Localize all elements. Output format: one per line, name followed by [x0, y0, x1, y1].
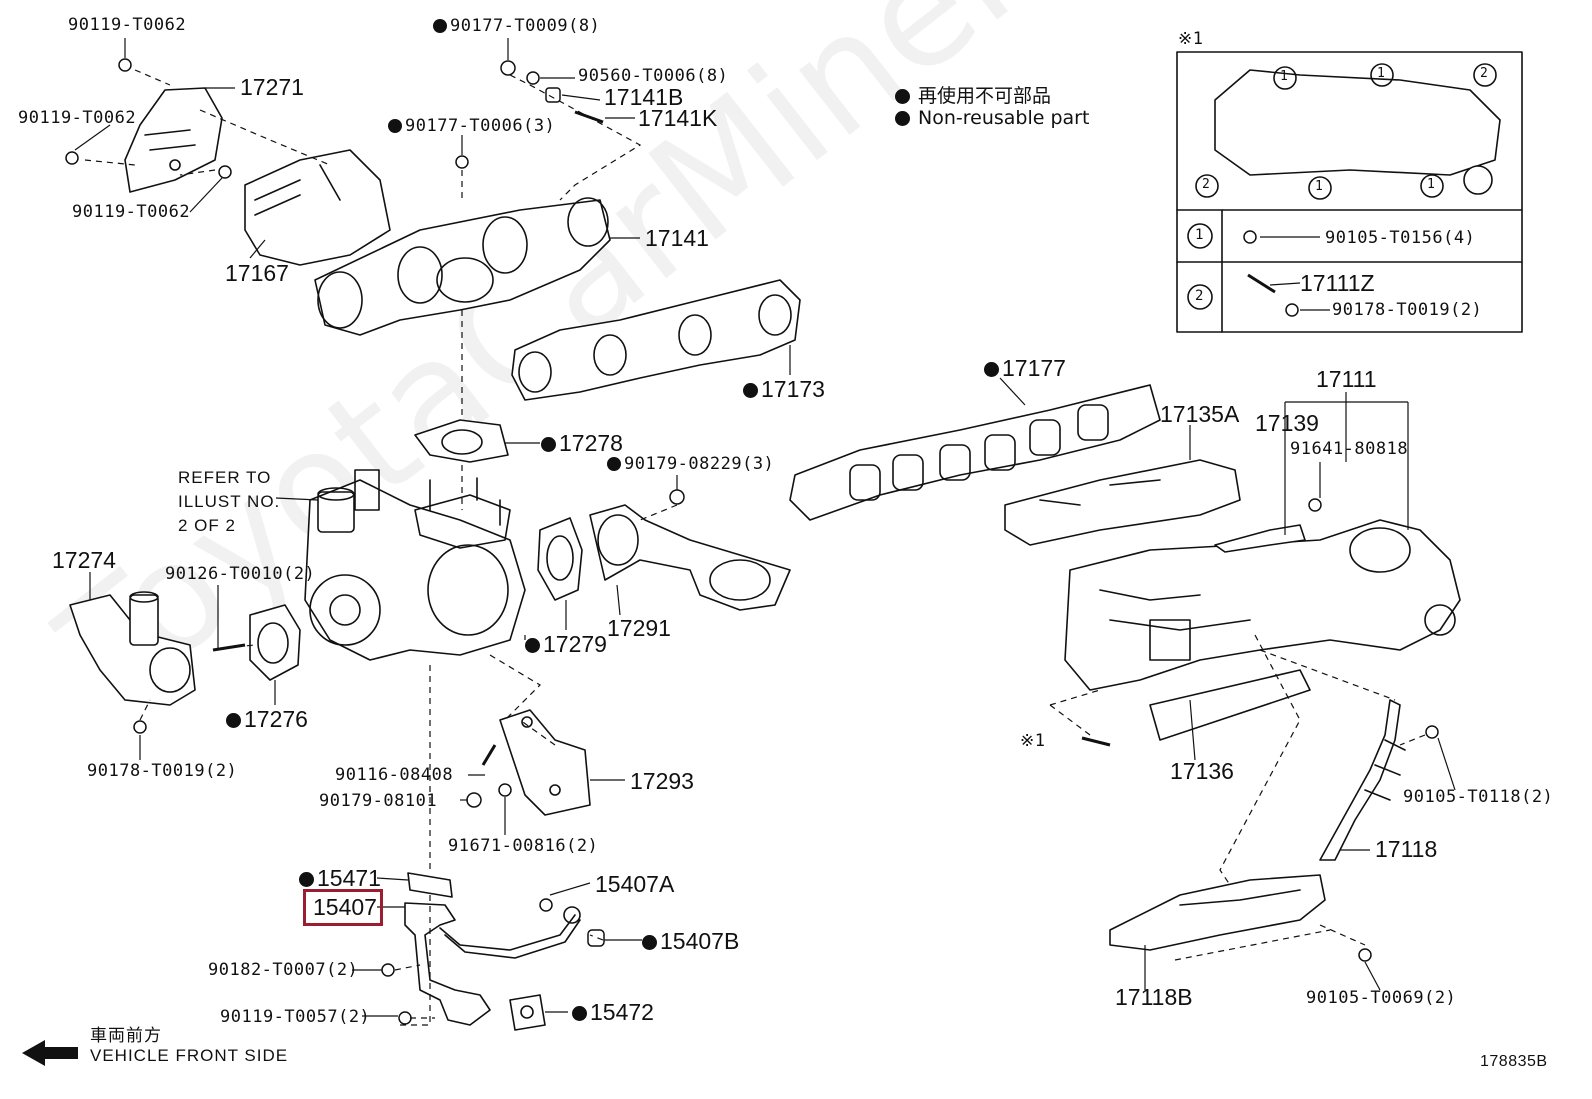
label-17279[interactable]: 17279	[525, 633, 607, 656]
label-90119-T0062-mid[interactable]: 90119-T0062	[72, 202, 191, 222]
label-17135A[interactable]: 17135A	[1160, 401, 1240, 427]
label-91671-00816[interactable]: 91671-00816(2)	[448, 836, 599, 856]
inset-callout-1a: 1	[1280, 69, 1289, 84]
label-17141K[interactable]: 17141K	[638, 105, 718, 131]
refer-to-note: REFER TO ILLUST NO. 2 OF 2	[178, 468, 281, 535]
turbocharger-shape	[304, 469, 526, 661]
exhaust-pipe-17291-shape	[589, 504, 791, 611]
intake-manifold-17111-shape	[1064, 519, 1461, 691]
gasket-17177-shape	[789, 384, 1161, 521]
label-17136[interactable]: 17136	[1170, 758, 1234, 784]
heat-insulator-17271-shape	[124, 87, 223, 193]
label-17118[interactable]: 17118	[1375, 836, 1438, 862]
non-reusable-dot-icon	[433, 19, 447, 33]
label-90179-08101[interactable]: 90179-08101	[319, 791, 438, 811]
front-arrow-icon	[22, 1040, 78, 1066]
label-17173[interactable]: 17173	[743, 378, 825, 401]
label-17141[interactable]: 17141	[645, 225, 709, 251]
inset-row2-key: 2	[1195, 288, 1204, 304]
inset-callout-1d: 1	[1427, 177, 1436, 192]
label-15407B[interactable]: 15407B	[642, 930, 739, 953]
label-90179-08229[interactable]: 90179-08229(3)	[607, 456, 774, 473]
front-note-jp: 車両前方	[90, 1026, 162, 1045]
label-17177[interactable]: 17177	[984, 357, 1066, 380]
label-17271[interactable]: 17271	[240, 74, 304, 100]
label-17141B[interactable]: 17141B	[604, 84, 684, 110]
legend-non-reusable-en: Non-reusable part	[895, 107, 1089, 129]
label-91641-80818[interactable]: 91641-80818	[1290, 439, 1409, 459]
label-15407A[interactable]: 15407A	[595, 871, 675, 897]
label-90182-T0007[interactable]: 90182-T0007(2)	[208, 960, 359, 980]
highlight-box-15407	[303, 889, 383, 926]
non-reusable-dot-icon	[572, 1006, 587, 1022]
non-reusable-dot-icon	[607, 457, 621, 471]
label-90105-T0069[interactable]: 90105-T0069(2)	[1306, 988, 1457, 1008]
non-reusable-dot-icon	[541, 437, 556, 453]
label-90178-T0019[interactable]: 90178-T0019(2)	[87, 761, 238, 781]
label-17111[interactable]: 17111	[1316, 366, 1377, 392]
label-90119-T0062-top[interactable]: 90119-T0062	[68, 15, 187, 35]
non-reusable-dot-icon	[525, 638, 540, 654]
gasket-17276-shape	[249, 604, 301, 681]
legend-non-reusable-jp: 再使用不可部品	[895, 81, 1051, 108]
intake-cover-17135A-shape	[1004, 459, 1241, 546]
egr-pipe-15407-shape	[404, 872, 581, 1031]
non-reusable-dot-icon	[984, 362, 999, 378]
inset-callout-2b: 2	[1202, 177, 1211, 192]
inlet-elbow-17274-shape	[69, 591, 196, 706]
heat-insulator-17118B-shape	[1109, 874, 1326, 951]
label-90177-T0006[interactable]: 90177-T0006(3)	[388, 118, 555, 135]
label-90105-T0156[interactable]: 90105-T0156(4)	[1325, 228, 1476, 248]
drawing-number: 178835B	[1480, 1053, 1548, 1070]
label-stud-mark-1[interactable]: ※1	[1020, 731, 1046, 751]
exhaust-manifold-17141-shape	[314, 197, 611, 336]
label-90119-T0062-left[interactable]: 90119-T0062	[18, 108, 137, 128]
bracket-17293-shape	[499, 709, 591, 816]
label-90177-T0009[interactable]: 90177-T0009(8)	[433, 18, 600, 35]
label-17111Z[interactable]: 17111Z	[1300, 270, 1375, 296]
label-17167[interactable]: 17167	[225, 260, 289, 286]
label-17274[interactable]: 17274	[52, 547, 116, 573]
label-90105-T0118[interactable]: 90105-T0118(2)	[1403, 787, 1554, 807]
part-17136-shape	[1149, 669, 1311, 741]
label-17293[interactable]: 17293	[630, 768, 694, 794]
non-reusable-dot-icon	[743, 383, 758, 399]
inset-mark: ※1	[1178, 29, 1204, 49]
label-90119-T0057[interactable]: 90119-T0057(2)	[220, 1007, 371, 1027]
non-reusable-dot-icon	[388, 119, 402, 133]
label-15407-highlighted[interactable]: 15407	[313, 894, 377, 920]
front-note-en: VEHICLE FRONT SIDE	[90, 1046, 289, 1065]
bracket-17118-shape	[1319, 699, 1406, 861]
label-15472[interactable]: 15472	[572, 1001, 654, 1024]
bracket-17139-shape	[1214, 524, 1306, 553]
non-reusable-dot-icon	[895, 111, 910, 126]
label-17278[interactable]: 17278	[541, 432, 623, 455]
gasket-17278-shape	[414, 419, 509, 463]
label-90126-T0010[interactable]: 90126-T0010(2)	[165, 564, 316, 584]
inset-callout-2a: 2	[1480, 66, 1489, 81]
inset-callout-1b: 1	[1377, 66, 1386, 81]
gasket-17173-shape	[511, 279, 801, 401]
gasket-17279-shape	[537, 517, 583, 601]
label-90560-T0006[interactable]: 90560-T0006(8)	[578, 66, 729, 86]
inset-callout-1c: 1	[1315, 179, 1324, 194]
label-17139[interactable]: 17139	[1255, 410, 1319, 436]
label-15471[interactable]: 15471	[299, 867, 381, 890]
non-reusable-dot-icon	[895, 89, 910, 104]
non-reusable-dot-icon	[642, 935, 657, 951]
non-reusable-dot-icon	[299, 872, 314, 888]
non-reusable-dot-icon	[226, 713, 241, 729]
label-17276[interactable]: 17276	[226, 708, 308, 731]
label-90116-08408[interactable]: 90116-08408	[335, 765, 454, 785]
heat-insulator-17167-shape	[244, 149, 391, 266]
inset-row1-key: 1	[1195, 227, 1204, 243]
label-17118B[interactable]: 17118B	[1115, 984, 1193, 1010]
label-17291[interactable]: 17291	[607, 615, 671, 641]
inset-box	[1176, 51, 1523, 333]
label-90178-T0019-inset[interactable]: 90178-T0019(2)	[1332, 300, 1483, 320]
